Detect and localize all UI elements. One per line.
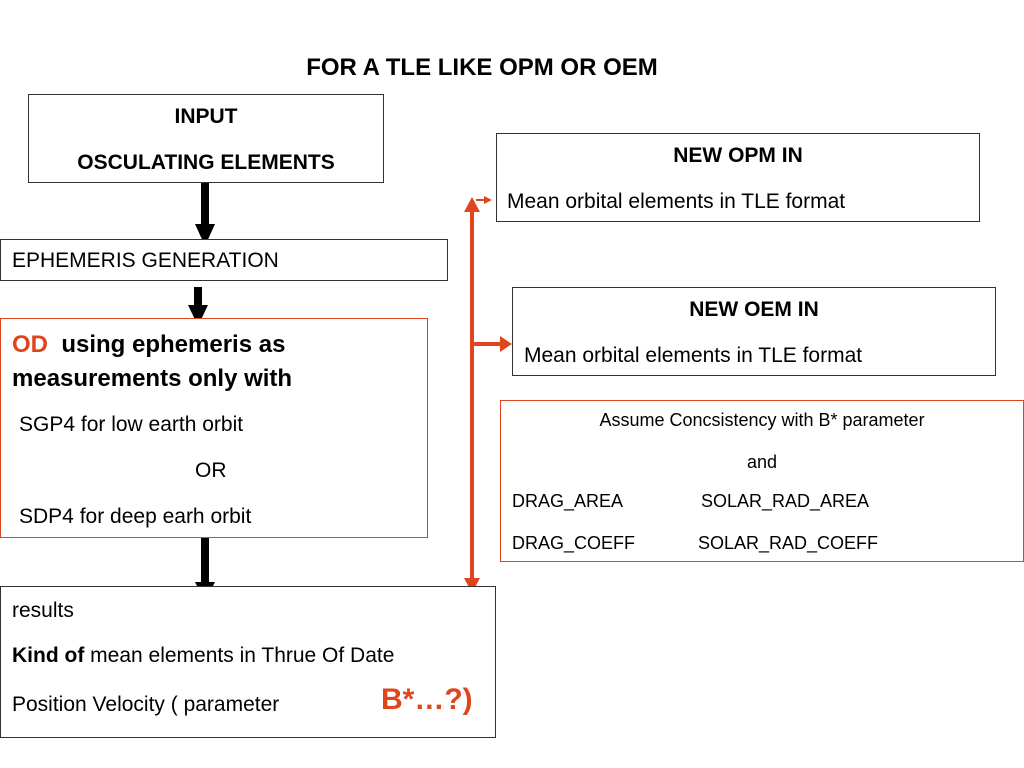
od-line-2: measurements only with	[12, 365, 293, 392]
ephemeris-generation-label: EPHEMERIS GENERATION	[12, 249, 279, 272]
od-label: OD	[12, 331, 48, 358]
bstar-label: B*…?)	[381, 683, 473, 716]
results-line-2: Kind of mean elements in Thrue Of Date	[12, 644, 394, 668]
new-oem-box: NEW OEM IN Mean orbital elements in TLE …	[512, 287, 996, 376]
input-box: INPUT OSCULATING ELEMENTS	[28, 94, 384, 183]
drag-area-label: DRAG_AREA	[512, 491, 624, 511]
new-opm-title: NEW OPM IN	[673, 144, 803, 167]
drag-coeff-label: DRAG_COEFF	[512, 533, 636, 553]
or-label: OR	[195, 459, 227, 482]
solar-rad-coeff-label: SOLAR_RAD_COEFF	[698, 533, 879, 553]
solar-rad-area-label: SOLAR_RAD_AREA	[701, 491, 870, 511]
kind-of-label: Kind of	[12, 644, 85, 667]
od-line-1: OD using ephemeris as	[12, 331, 285, 359]
arrow-ephemeris-to-od	[188, 287, 208, 326]
new-opm-box: NEW OPM IN Mean orbital elements in TLE …	[496, 133, 980, 222]
red-arrow-to-oem	[474, 336, 512, 352]
red-arrow-to-opm	[476, 196, 492, 204]
position-velocity-label: Position Velocity ( parameter	[12, 693, 280, 716]
osculating-elements-label: OSCULATING ELEMENTS	[77, 151, 335, 174]
new-oem-title: NEW OEM IN	[689, 298, 819, 321]
sgp4-label: SGP4 for low earth orbit	[19, 413, 244, 436]
consistency-box: Assume Concsistency with B* parameter an…	[500, 400, 1024, 562]
results-line-2-rest: mean elements in Thrue Of Date	[90, 644, 395, 667]
arrow-input-to-ephemeris	[195, 183, 215, 246]
new-oem-text: Mean orbital elements in TLE format	[524, 344, 863, 367]
results-box: results Kind of mean elements in Thrue O…	[0, 586, 496, 738]
input-label: INPUT	[174, 105, 238, 128]
ephemeris-generation-box: EPHEMERIS GENERATION	[0, 239, 448, 281]
new-opm-text: Mean orbital elements in TLE format	[507, 190, 846, 213]
red-double-arrow	[464, 197, 480, 593]
consistency-and: and	[746, 452, 778, 472]
results-line-3: Position Velocity ( parameter	[12, 693, 279, 717]
sdp4-label: SDP4 for deep earh orbit	[19, 505, 252, 528]
consistency-line-1: Assume Concsistency with B* parameter	[599, 410, 925, 430]
od-box: OD using ephemeris as measurements only …	[0, 318, 428, 538]
page-title: FOR A TLE LIKE OPM OR OEM	[306, 54, 658, 81]
results-label: results	[12, 599, 74, 622]
od-line-1-rest: using ephemeris as	[61, 331, 286, 358]
